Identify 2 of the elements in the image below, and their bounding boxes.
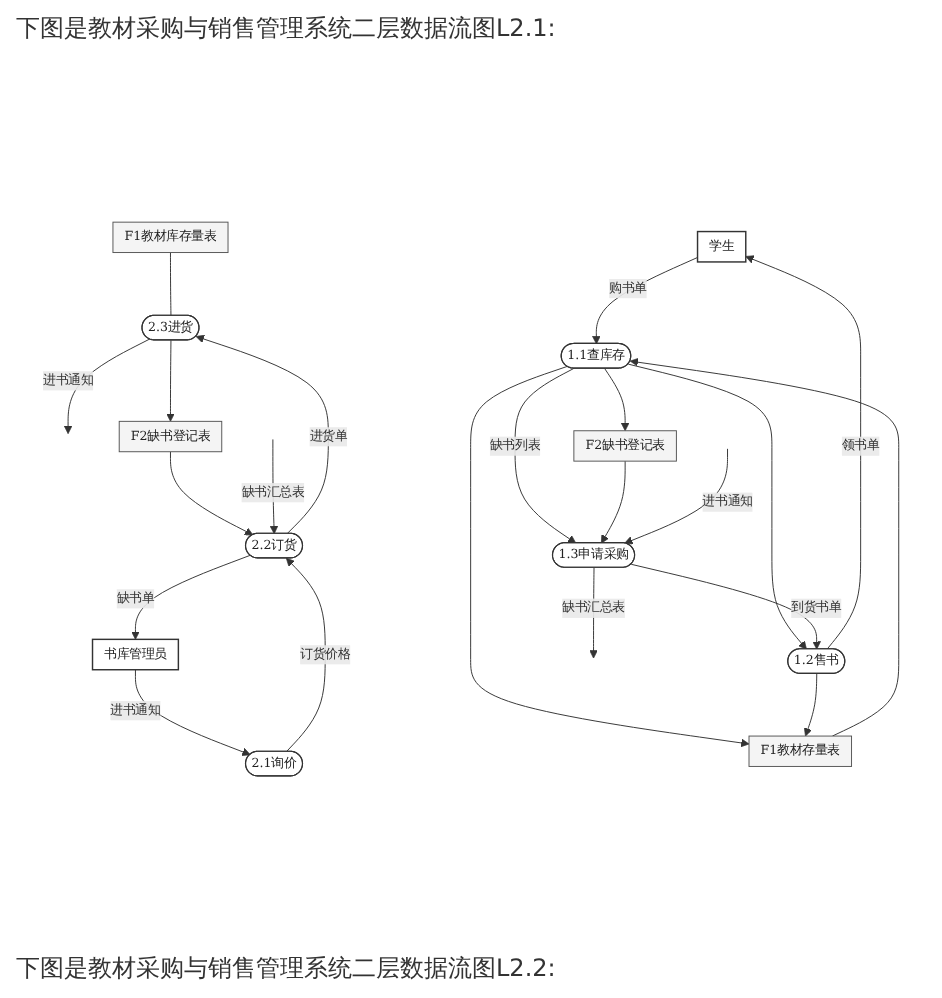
heading: 下图是教材采购与销售管理系统二层数据流图L2.2: — [16, 952, 558, 986]
heading: 下图是教材采购与销售管理系统二层数据流图L2.1: — [16, 12, 558, 46]
